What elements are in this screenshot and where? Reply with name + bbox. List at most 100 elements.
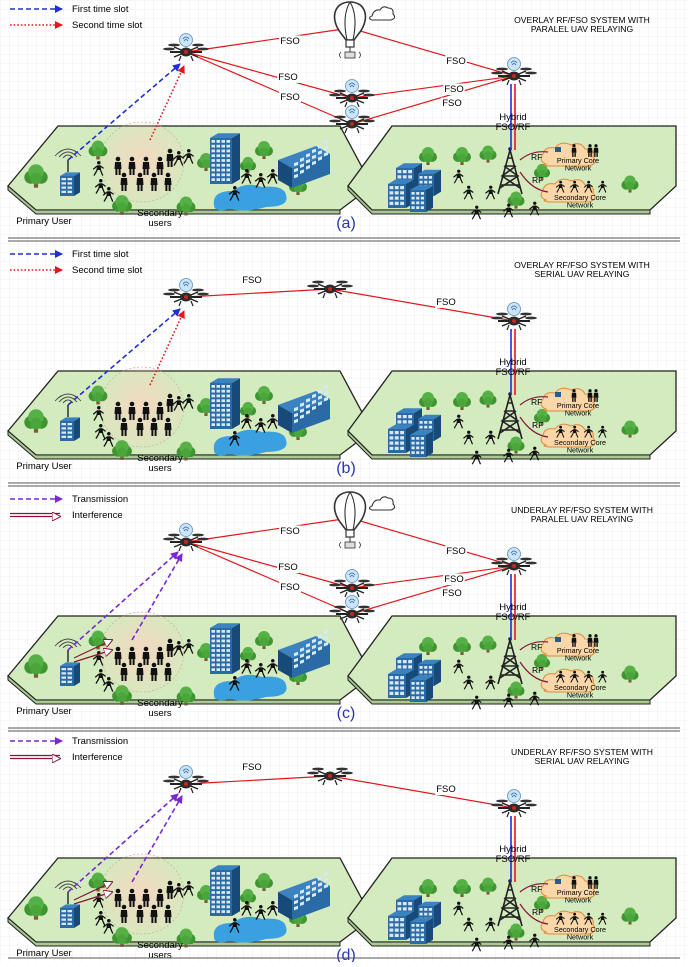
rf-label-0: RF [531,642,542,652]
secondary-user-2 [142,888,150,907]
person-right-2 [485,430,496,445]
secondary-user-4 [120,172,128,191]
tree-left-1 [88,140,108,160]
primary-user-building [60,662,80,686]
building-cluster [388,653,441,702]
person-right-3 [503,935,514,950]
uav-source-halo [179,523,193,537]
core-person-0 [571,144,577,157]
rf-link-primary [519,641,549,651]
secondary-user-5 [136,417,144,436]
rf-link-secondary [519,661,549,683]
tree-right-1 [453,879,471,897]
person-left-5 [240,414,252,429]
person-right-4 [529,446,540,461]
secondary-user-8 [166,393,174,412]
person-right-1 [463,430,474,445]
tree-right-4 [533,653,551,671]
core-person-0 [571,876,577,889]
office-building [210,133,240,184]
core-runner-0 [555,670,565,683]
ground-left-rim [7,674,341,705]
rf-label-1: RF [532,175,543,185]
fso-label-4-bg [443,573,465,585]
panel-caption: (d) [336,947,356,962]
core-icon-1 [555,637,561,642]
building-cluster [388,895,441,944]
primary-user-label: Primary User [16,948,71,959]
tree-left-3 [176,686,196,706]
haps-balloon [333,1,396,59]
secondary-user-7 [164,417,172,436]
person-left-2 [92,651,104,666]
ground-right-rim [347,429,651,460]
tree-right-0 [419,637,437,655]
fso-link-3 [349,517,515,567]
fso-link-0 [185,288,331,298]
fso-label-2: FSO [280,582,300,593]
person-left-6 [254,663,266,678]
fso-label-1: FSO [436,784,456,795]
tree-right-5 [621,420,639,438]
rf-label-1: RF [532,665,543,675]
person-right-4 [529,201,540,216]
interference-arrow-1 [73,882,112,901]
person-left-0 [94,669,106,684]
uav-relay-middle [329,579,375,598]
secondary-user-5 [136,904,144,923]
fso-link-0 [185,517,351,543]
primary-user-label: Primary User [16,461,71,472]
core-person-1 [587,876,593,889]
uav-destination-halo [507,57,521,71]
ground-left-rim [7,916,341,947]
person-left-6 [254,173,266,188]
person-right-5 [471,450,482,465]
transmission-arrow-su [131,795,183,883]
uav-source [163,775,209,794]
tree-right-5 [621,665,639,683]
rf-label-1: RF [532,907,543,917]
person-left-6 [254,905,266,920]
secondary-user-8 [166,638,174,657]
core-runner-3 [597,670,607,683]
fso-label-1-bg [435,296,457,308]
legend-label-0: First time slot [72,4,129,15]
person-left-1 [102,677,114,692]
person-left-8 [228,186,240,201]
uav-relay-middle-halo [345,569,359,583]
interference-arrow-2 [73,650,112,663]
secondary-user-3 [156,401,164,420]
uav-relay-middle-halo [345,79,359,93]
ground-left-rim [7,429,341,460]
person-right-0 [453,414,464,429]
secondary-user-3 [156,646,164,665]
secondary-user-8 [166,880,174,899]
fso-link-2 [185,541,353,615]
long-building [278,871,330,920]
core-person-2 [593,144,599,157]
uav-source-halo [179,33,193,47]
fso-label-1: FSO [278,562,298,573]
core-runner-0 [555,180,565,193]
uav-destination-halo [507,547,521,561]
tree-right-2 [479,390,497,408]
uav-relay-serial [307,280,353,299]
fso-label-1-bg [277,561,299,573]
uav-destination [491,557,537,576]
core-runner-2 [583,180,593,193]
panel-caption: (a) [336,215,356,232]
tree-right-4 [533,895,551,913]
fso-link-1 [329,775,515,809]
secondary-user-0 [114,401,122,420]
primary-user-label: Primary User [16,706,71,717]
core-runner-0 [555,425,565,438]
tree-left-7 [239,156,257,174]
